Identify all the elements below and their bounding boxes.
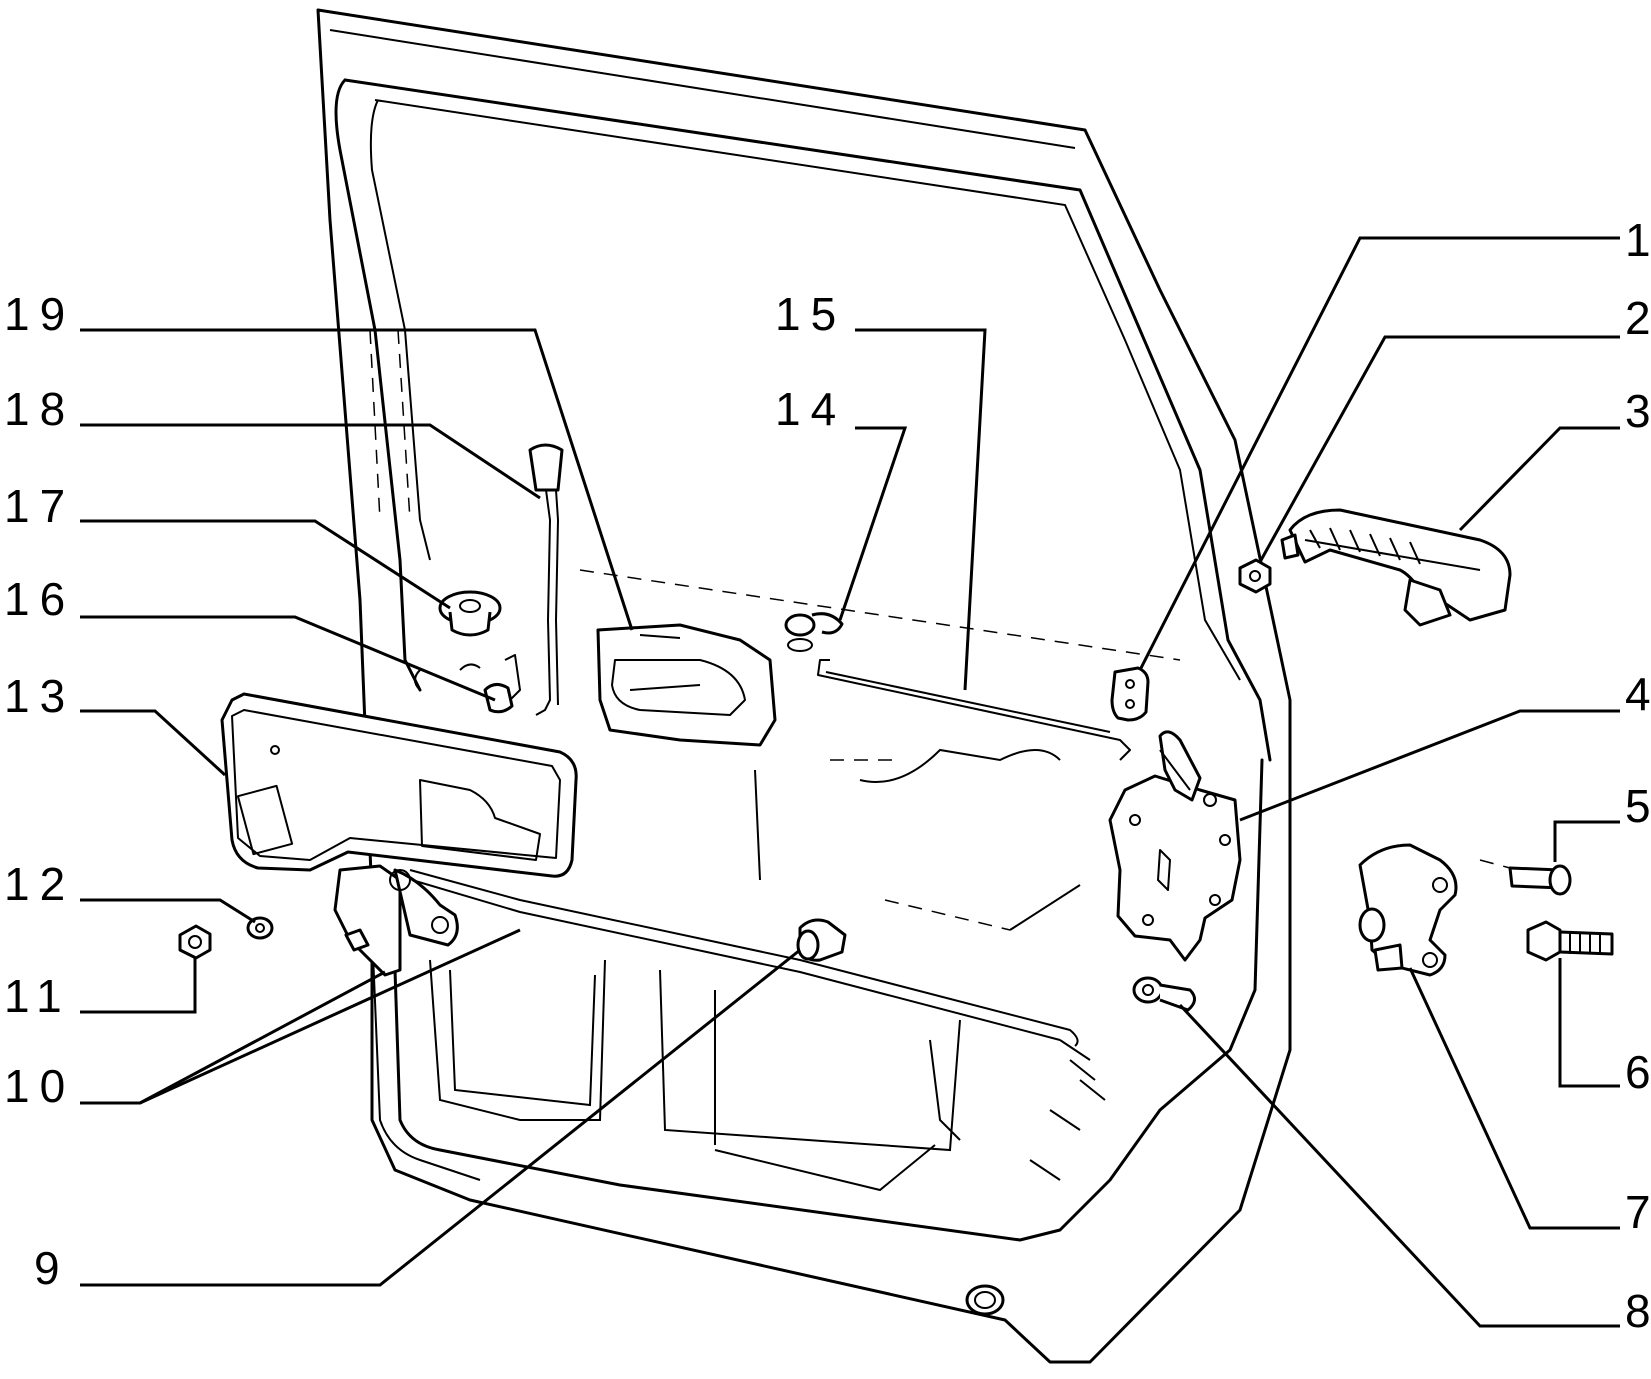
callout-17: 17 (4, 480, 75, 532)
leader-10a (80, 970, 386, 1105)
handle-nut (1238, 558, 1272, 594)
callout-14: 14 (775, 383, 846, 435)
striker-bracket (1358, 843, 1458, 977)
leader-17 (80, 519, 451, 610)
callout-10: 10 (4, 1060, 75, 1112)
release-linkage (333, 864, 1079, 1047)
callout-16: 16 (4, 573, 75, 625)
callout-1: 1 (1625, 214, 1651, 266)
leader-lines (80, 236, 1620, 1328)
callout-2: 2 (1625, 292, 1651, 344)
latch-rod (817, 659, 1131, 761)
callout-4: 4 (1625, 668, 1651, 720)
striker-pin (1132, 976, 1196, 1012)
callout-15: 15 (775, 288, 846, 340)
leader-9 (80, 948, 801, 1287)
callout-11: 11 (4, 970, 72, 1022)
screw (1479, 859, 1572, 896)
callout-6: 6 (1625, 1046, 1651, 1098)
upper-rod-clip (784, 612, 844, 652)
leader-3 (1458, 426, 1620, 532)
leader-2 (1258, 335, 1620, 563)
leader-7 (1408, 967, 1620, 1230)
callout-18: 18 (4, 383, 75, 435)
nut (178, 924, 212, 960)
leader-18 (80, 423, 541, 500)
callout-8: 8 (1625, 1285, 1651, 1337)
leader-11 (80, 958, 197, 1014)
leader-5 (1553, 820, 1620, 862)
callout-12: 12 (4, 858, 75, 910)
leader-13 (80, 709, 227, 777)
rubber-bumper (1110, 666, 1150, 722)
outer-door-handle (1280, 508, 1512, 627)
leader-14 (838, 426, 908, 621)
callout-19: 19 (4, 288, 75, 340)
bolt (1526, 920, 1614, 962)
leader-4 (1239, 709, 1620, 822)
lock-cover-plate (220, 692, 578, 878)
callout-3: 3 (1625, 385, 1651, 437)
door-lock-latch (1108, 730, 1242, 962)
inner-door-handle (596, 623, 777, 747)
leader-1 (1138, 236, 1620, 671)
callout-13: 13 (4, 670, 75, 722)
callout-9: 9 (34, 1242, 70, 1294)
rod-clip (459, 654, 521, 714)
leader-19 (80, 328, 634, 631)
grommet (438, 590, 502, 637)
callout-5: 5 (1625, 780, 1651, 832)
leader-16 (80, 615, 496, 702)
lower-rod-clip (796, 918, 847, 962)
leader-15 (855, 328, 987, 691)
callout-7: 7 (1625, 1186, 1651, 1238)
leader-8 (1178, 1003, 1620, 1328)
leader-10b (139, 928, 521, 1105)
leader-6 (1558, 958, 1620, 1088)
leader-12 (80, 898, 256, 924)
callout-labels: 1 2 3 4 5 6 7 8 9 10 11 12 13 14 15 16 1… (4, 214, 1651, 1337)
lock-knob-rod (528, 443, 564, 716)
